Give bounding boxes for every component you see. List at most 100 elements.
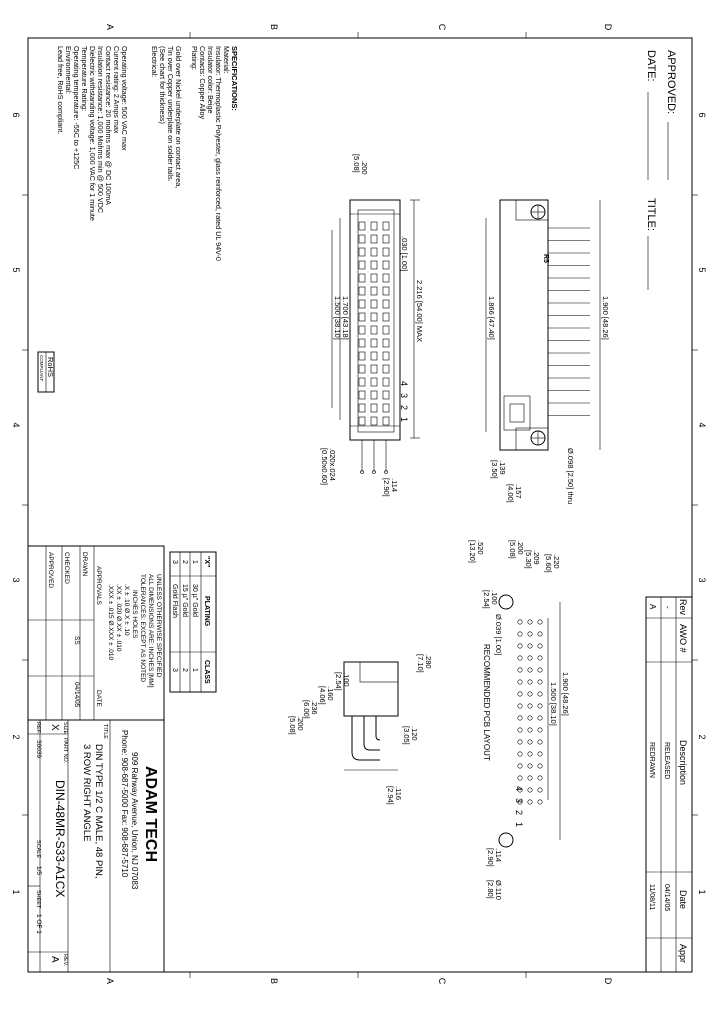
plating-header-class: CLASS [203,660,210,684]
side-280-mm: [7.10] [416,654,425,673]
spec-line: Plating: [190,46,199,70]
pcb-hole [537,655,543,661]
pcb-hole [517,763,523,769]
contact-slot [358,351,366,361]
sheet-value: 1 OF 1 [35,914,42,934]
side-160-mm: [4.06] [318,686,327,705]
dim-110: Ø.110 [494,880,503,900]
date-header: Date [678,890,688,909]
connector-top-view: R5 1.900 [48.26] 1.866 [47.40] Ø.098 [2.… [485,199,610,504]
dim-220-mm: [5.60] [544,554,553,573]
tol-line: TOLERANCES: EXCEPT AS NOTED [139,574,146,682]
pcb-hole [537,727,543,733]
pcb-row-4: 4 [514,786,524,791]
pcb-hole [537,703,543,709]
plating-row2-x: 2 [181,560,188,564]
dim-pcb-1900: 1.900 [48.26] [561,672,570,716]
pcb-hole [537,799,543,805]
zone-number-3-left: 3 [11,577,21,582]
connector-front-view: 4 3 2 1 2.216 [54.00] MAX 1.700 [43.18] … [320,154,424,497]
contact-slot [382,338,390,348]
dim-039: Ø.039 [1.00] [494,614,503,655]
dim-max-length: 2.216 [54.00] MAX [415,280,424,342]
pcb-hole [537,619,543,625]
dim-209-mm: [5.30] [524,550,533,569]
pcb-hole [527,667,533,673]
rev-row1-rev: - [663,606,672,609]
pcb-hole [527,751,533,757]
awo-header: AWO # [678,624,688,653]
contact-slot [382,221,390,231]
spec-line: Contact resistance: 20 mohms max @ DC 10… [104,46,113,205]
dim-pitch-200-mm: [5.08] [352,154,361,173]
pcb-hole [537,691,543,697]
pcb-hole [517,691,523,697]
ref-label: REF. [35,722,41,734]
size-value: X [49,724,60,731]
rev-label: REV. [62,954,68,967]
pcb-hole [527,619,533,625]
contact-slot [370,338,378,348]
tol-line: INCHES HOLES [131,590,138,639]
ref-value: 30039 [35,740,42,758]
spec-line: Current rating: 2 Amps max [112,46,121,134]
contact-slot [358,234,366,244]
dim-1700: 1.700 [43.18] [341,296,350,340]
contact-slot [358,260,366,270]
zone-number-6-right: 6 [697,112,707,117]
date-label: DATE: [645,50,657,82]
pcb-hole [527,739,533,745]
pcb-hole [517,787,523,793]
pcb-hole [537,643,543,649]
pcb-hole [517,619,523,625]
side-100: .100 [342,672,351,687]
tol-line: UNLESS OTHERWISE SPECIFIED [155,574,162,677]
pcb-hole [537,763,543,769]
dim-520-mm: [13.20] [468,540,477,563]
pcb-hole [517,679,523,685]
zone-letter-b-bottom: B [269,978,279,984]
pcb-hole [517,643,523,649]
spec-line: Gold over Nickel underplate on contact a… [174,46,183,188]
pcb-hole [517,739,523,745]
pcb-hole [527,631,533,637]
pcb-row-2: 2 [514,810,524,815]
dim-pitch-200: .200 [360,160,369,175]
row-label-1: 1 [399,417,409,422]
contact-slot [358,286,366,296]
plating-table: "X" PLATING CLASS 1 30 µ" Gold 1 2 15 µ"… [169,551,217,693]
pcb-hole [527,703,533,709]
contact-slot [358,377,366,387]
dim-1900: 1.900 [48.26] [601,296,610,340]
pcb-hole-grid [517,619,543,805]
dim-157: .157 [514,484,523,499]
pcb-hole [537,679,543,685]
spec-line: Insulator color: Beige [206,46,215,114]
side-280: .280 [424,654,433,669]
pcb-hole [527,679,533,685]
contact-slot [370,286,378,296]
checked-label: CHECKED [63,552,70,584]
side-116: .116 [394,786,403,800]
plating-row1-class: 1 [191,668,198,672]
pcb-layout: 1.900 [48.26] 1.500 [38.10] RECOMMENDED … [468,540,570,900]
zone-ticks [22,32,698,978]
dim-030: .030 [1.00] [400,236,409,271]
pcb-hole [527,643,533,649]
approved-label: APPROVED: [665,50,677,114]
scale-value: 1/5 [35,866,42,875]
approved-col-label: APPROVED [47,552,54,588]
title-label-small: TITLE [102,724,108,739]
spec-line: Contacts: Copper Alloy [198,46,207,120]
spec-line: Material: [222,46,231,74]
zone-letter-c-top: C [437,24,447,31]
contact-slot [358,312,366,322]
revision-table: Rev AWO # Description Date Appr - RELEAS… [645,596,693,973]
dim-1500: 1.500 [38.10] [333,296,342,340]
rev-row1-desc: RELEASED [663,742,670,779]
pcb-hole [527,727,533,733]
plating-row2-class: 2 [181,668,188,672]
row-label-3: 3 [399,393,409,398]
pcb-hole [527,763,533,769]
contact-slot [370,364,378,374]
